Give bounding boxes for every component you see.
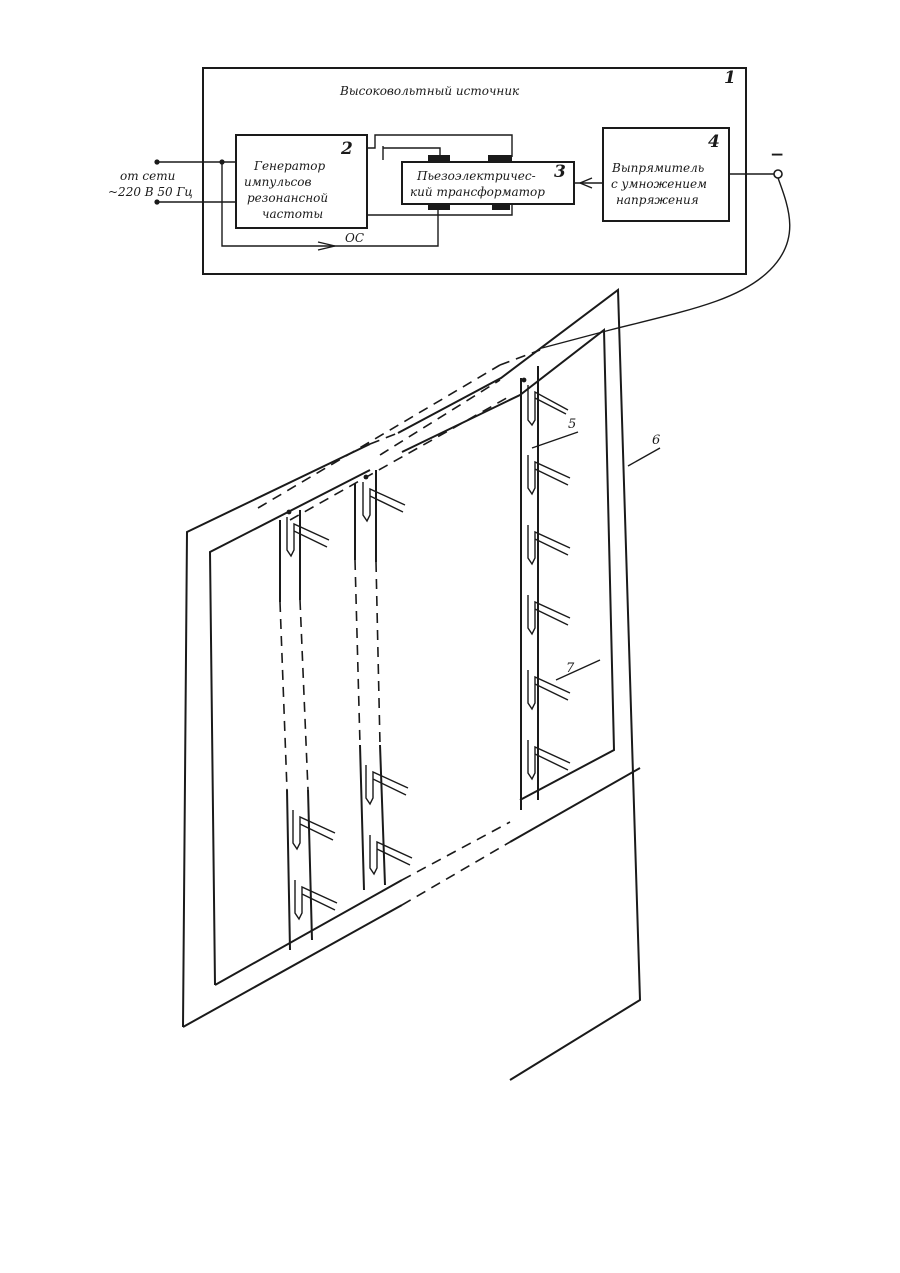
frame-inner-top xyxy=(402,330,614,800)
rectifier-number: 4 xyxy=(708,132,720,152)
needle xyxy=(528,740,570,779)
generator-number: 2 xyxy=(340,139,353,159)
callout-5-label: 5 xyxy=(568,417,576,432)
needle xyxy=(287,517,329,556)
needle xyxy=(363,482,405,521)
high-voltage-source: Высоковольтный источник 1 2 Генератор им… xyxy=(108,68,784,274)
needle xyxy=(528,385,568,425)
transformer-line2: кий трансформатор xyxy=(410,185,545,199)
callout-7-label: 7 xyxy=(566,661,575,676)
needle xyxy=(528,525,570,564)
generator-line3: резонансной xyxy=(247,191,328,205)
electrode-bar-right xyxy=(500,350,540,810)
output-terminal xyxy=(774,170,782,178)
bar-mid-rivet xyxy=(364,475,369,480)
bar-left-top-segment xyxy=(280,510,300,602)
bar-left-bottom-segment xyxy=(287,790,312,950)
transformer-number: 3 xyxy=(554,162,566,182)
needle xyxy=(528,595,570,634)
needle xyxy=(370,835,412,874)
generator-line4: частоты xyxy=(262,207,323,221)
input-label-line2: ~220 В 50 Гц xyxy=(108,185,193,199)
electrode-bar-middle xyxy=(355,470,385,890)
generator-line2: импульсов xyxy=(244,175,311,189)
needle xyxy=(528,455,570,494)
electrode-bar-left xyxy=(280,510,312,950)
bar-mid-bottom-segment xyxy=(360,745,385,890)
needle xyxy=(293,810,335,849)
frame-outer-top-break xyxy=(370,433,398,444)
frame-6 xyxy=(183,290,640,1080)
frame-outer-bottom-right xyxy=(510,768,640,842)
callout-6-label: 6 xyxy=(652,433,660,448)
rectifier-line2: с умножением xyxy=(611,177,707,191)
rectifier-line1: Выпрямитель xyxy=(611,161,704,175)
transformer-line1: Пьезоэлектричес- xyxy=(416,169,536,183)
electrode-bottom-right xyxy=(492,204,510,210)
callout-7-leader xyxy=(556,660,600,680)
source-number: 1 xyxy=(724,68,736,88)
mains-input: от сети ~220 В 50 Гц xyxy=(108,159,236,204)
frame-outer-bottom xyxy=(183,905,402,1027)
feedback-label: ОС xyxy=(345,231,364,245)
input-label-line1: от сети xyxy=(120,169,175,183)
frame-outer-top-right xyxy=(398,290,640,1080)
electrode-bottom-left xyxy=(428,204,450,210)
bar-right-rivet xyxy=(522,378,527,383)
bar-left-dashed xyxy=(280,600,308,790)
source-title: Высоковольтный источник xyxy=(339,84,520,98)
generator-line1: Генератор xyxy=(253,159,325,173)
frame-inner-top-break xyxy=(380,380,500,455)
output-polarity: − xyxy=(770,145,784,165)
frame-inner-bottom xyxy=(215,880,402,985)
callouts: 5 6 7 xyxy=(532,417,660,680)
electrode-top-left xyxy=(428,155,450,161)
needle xyxy=(295,880,337,919)
needle xyxy=(366,765,408,804)
bar-mid-dashed xyxy=(355,560,380,745)
frame-outer-bottom-break xyxy=(402,842,510,905)
bar-mid-top-segment xyxy=(355,470,376,562)
needles xyxy=(287,385,570,919)
callout-6-leader xyxy=(628,448,660,466)
electrode-top-right xyxy=(488,155,512,161)
bar-left-rivet xyxy=(287,510,292,515)
rectifier-line3: напряжения xyxy=(616,193,699,207)
top-rail-dashed xyxy=(258,365,500,508)
top-rail-dashed-2 xyxy=(290,395,512,520)
bar-right-lines xyxy=(521,366,538,810)
